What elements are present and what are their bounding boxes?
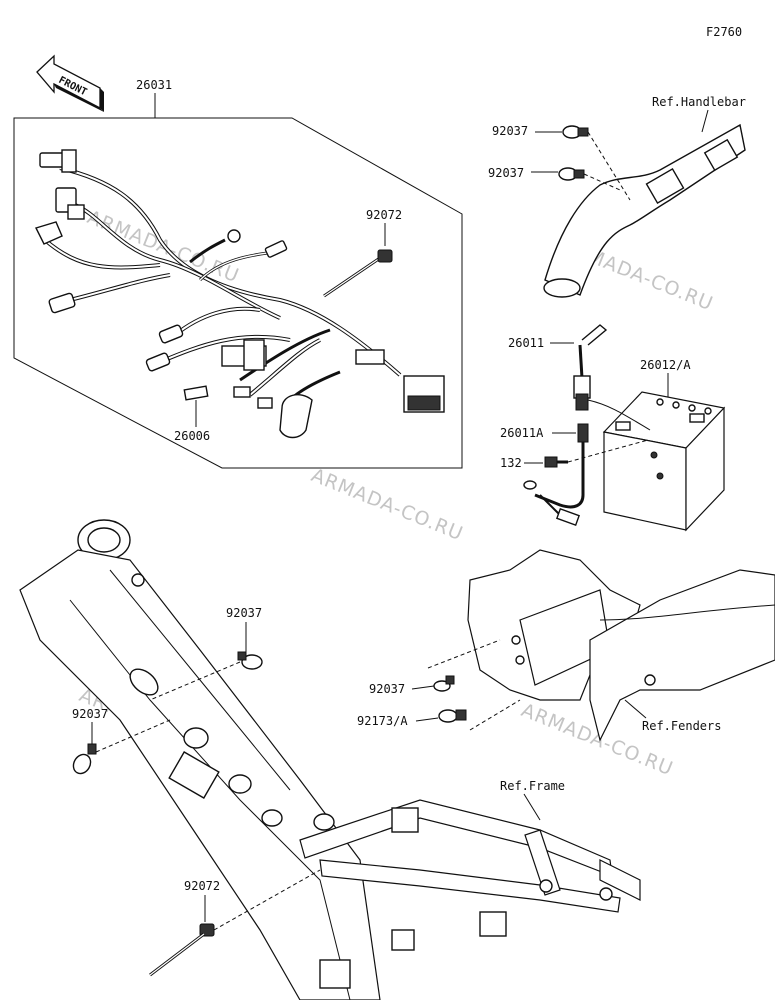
clamp-92173a bbox=[438, 709, 467, 723]
band-92072-frame bbox=[149, 923, 215, 977]
part-label-26006: 26006 bbox=[174, 429, 210, 443]
clamp-92037-frame-1 bbox=[237, 651, 263, 670]
bolt-132 bbox=[523, 439, 649, 490]
battery-case-group: Ref.Fenders 92037 92173/A bbox=[357, 549, 775, 742]
lead-26011a bbox=[534, 423, 589, 527]
ref-frame: Ref.Frame bbox=[500, 779, 565, 793]
wire-harness-drawing bbox=[43, 166, 402, 402]
part-label-92037-case: 92037 bbox=[369, 682, 405, 696]
clamp-92037-top-2 bbox=[558, 167, 585, 181]
watermark: ARMADA-CO.RU bbox=[308, 464, 466, 545]
part-label-92037-frame-2: 92037 bbox=[72, 707, 108, 721]
front-arrow-badge: FRONT bbox=[36, 54, 104, 112]
part-label-26011: 26011 bbox=[508, 336, 544, 350]
part-label-92072-harness: 92072 bbox=[366, 208, 402, 222]
lead-26011 bbox=[573, 324, 651, 431]
part-label-92037-top-1: 92037 bbox=[492, 124, 528, 138]
part-label-132: 132 bbox=[500, 456, 522, 470]
battery-26012a bbox=[602, 391, 726, 532]
part-label-92037-frame-1: 92037 bbox=[226, 606, 262, 620]
part-label-92037-top-2: 92037 bbox=[488, 166, 524, 180]
part-label-26031: 26031 bbox=[136, 78, 172, 92]
frame-group: Ref.Frame 92037 bbox=[19, 519, 641, 1000]
part-label-92173a: 92173/A bbox=[357, 714, 408, 728]
handlebar-group: Ref.Handlebar 92037 92037 bbox=[488, 95, 746, 298]
band-92072-harness bbox=[323, 249, 393, 298]
ref-fenders: Ref.Fenders bbox=[642, 719, 721, 733]
main-harness-group: 26031 bbox=[13, 78, 463, 469]
figure-code: F2760 bbox=[706, 25, 742, 39]
harness-connectors bbox=[35, 149, 445, 439]
battery-group: 26012/A 26011 26011A bbox=[500, 324, 726, 532]
clamp-92037-top-1 bbox=[562, 125, 589, 139]
ref-handlebar: Ref.Handlebar bbox=[652, 95, 746, 109]
part-label-92072-frame: 92072 bbox=[184, 879, 220, 893]
clamp-92037-frame-2 bbox=[72, 743, 97, 775]
part-label-26011a: 26011A bbox=[500, 426, 544, 440]
part-label-26012a: 26012/A bbox=[640, 358, 691, 372]
clamp-92037-case bbox=[433, 675, 455, 692]
